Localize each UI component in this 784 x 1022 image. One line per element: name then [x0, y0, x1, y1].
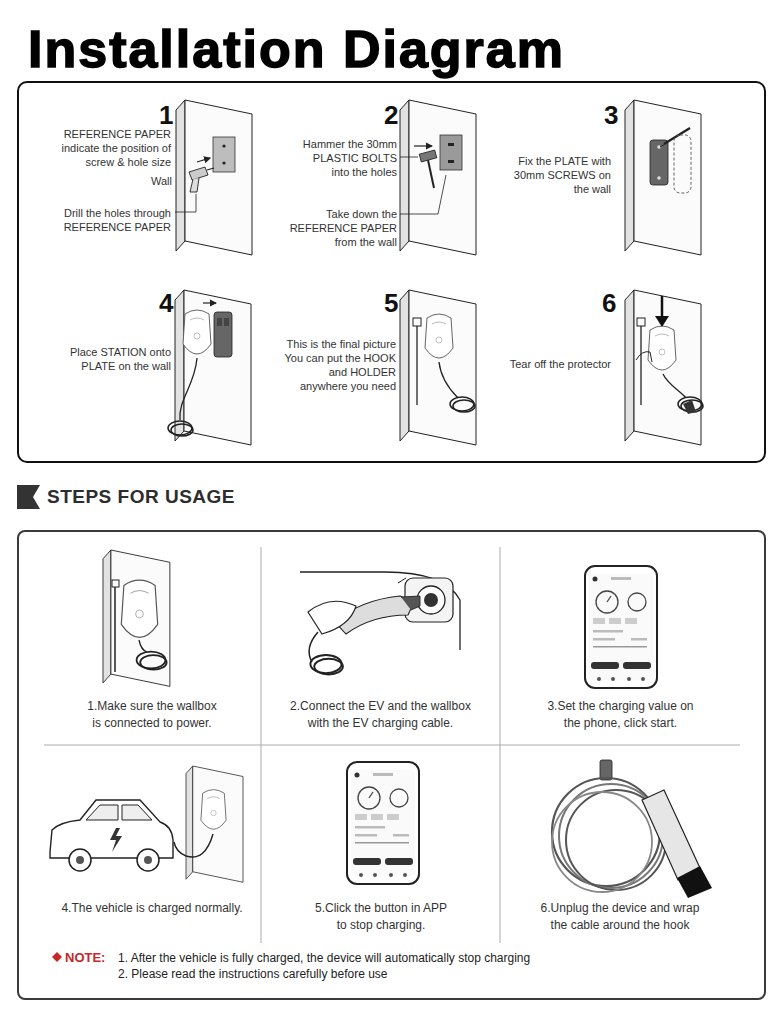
usage-step: 5.Click the button in APP to stop chargi…	[261, 745, 500, 945]
note-text: 2. Please read the instructions carefull…	[118, 966, 387, 982]
step-annotation: Place STATION onto PLATE on the wall	[59, 345, 171, 373]
usage-step: 6.Unplug the device and wrap the cable a…	[500, 745, 740, 945]
note-text: 1. After the vehicle is fully charged, t…	[118, 950, 530, 966]
usage-step: 4.The vehicle is charged normally.	[42, 745, 261, 945]
step-number: 4	[159, 290, 173, 316]
step-number: 2	[384, 102, 398, 128]
usage-step: 1.Make sure the wallbox is connected to …	[42, 545, 261, 745]
step-number: 1	[159, 102, 173, 128]
step-caption: 3.Set the charging value on the phone, c…	[543, 698, 698, 732]
step-annotation: REFERENCE PAPER indicate the position of…	[41, 127, 171, 169]
step-number: 6	[602, 290, 616, 316]
step-number: 3	[604, 102, 618, 128]
step-annotation: Tear off the protector	[491, 357, 611, 371]
step-caption: 5.Click the button in APP to stop chargi…	[311, 900, 451, 934]
page-title: Installation Diagram	[28, 23, 565, 75]
usage-step: 3.Set the charging value on the phone, c…	[500, 545, 740, 745]
step-annotation: Fix the PLATE with 30mm SCREWS on the wa…	[501, 154, 611, 196]
step-caption: 2.Connect the EV and the wallbox with th…	[283, 698, 478, 732]
step-annotation: Drill the holes through REFERENCE PAPER	[41, 206, 171, 234]
usage-step: 2.Connect the EV and the wallbox with th…	[261, 545, 500, 745]
installation-panel: 1REFERENCE PAPER indicate the position o…	[17, 81, 766, 463]
step-number: 5	[384, 290, 398, 316]
step-caption: 6.Unplug the device and wrap the cable a…	[535, 900, 705, 934]
step-caption: 4.The vehicle is charged normally.	[47, 900, 257, 917]
usage-panel: STEPS FOR USAGENOTE:1. After the vehicle…	[17, 530, 766, 1000]
step-annotation: Hammer the 30mm PLASTIC BOLTS into the h…	[293, 137, 397, 179]
note-label: NOTE:	[65, 950, 105, 966]
step-annotation: This is the final picture You can put th…	[280, 337, 396, 393]
part-label: Wall	[132, 174, 172, 188]
section-heading: STEPS FOR USAGE	[47, 486, 235, 509]
step-annotation: Take down the REFERENCE PAPER from the w…	[282, 207, 397, 249]
step-caption: 1.Make sure the wallbox is connected to …	[84, 698, 220, 732]
